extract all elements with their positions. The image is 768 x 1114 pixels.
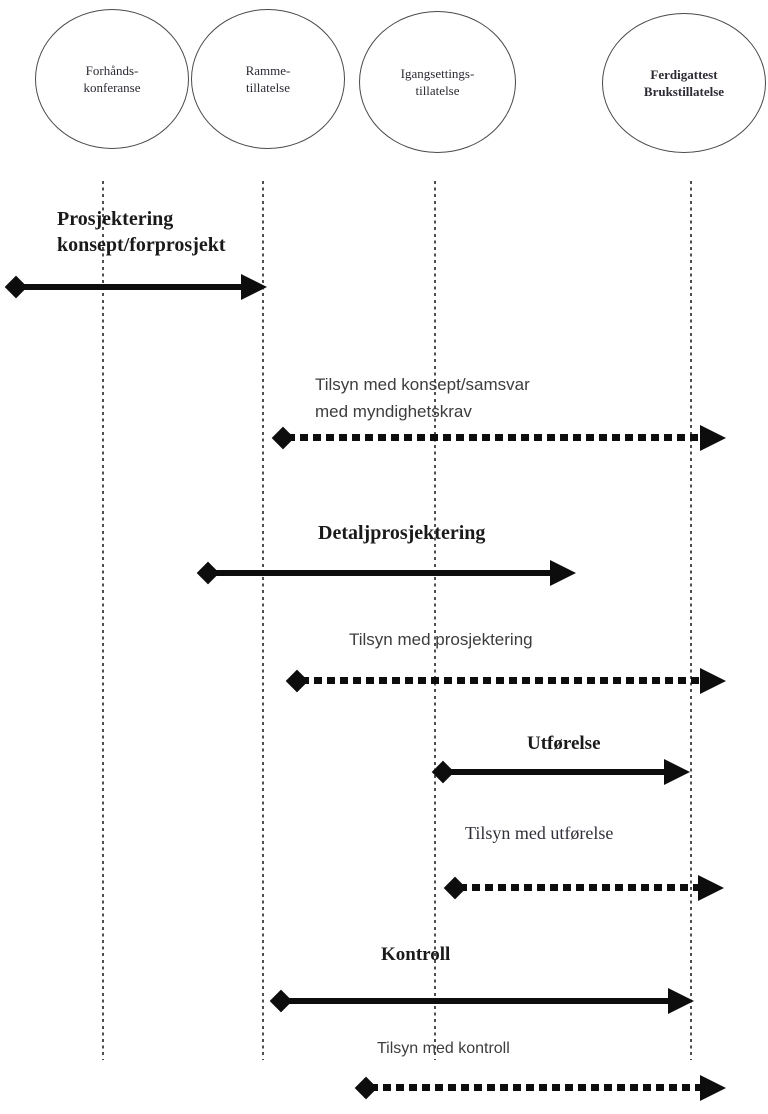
phase-label-utforelse: Utførelse bbox=[527, 731, 601, 757]
milestone-ellipse-ferdigattest: Ferdigattest Brukstillatelse bbox=[602, 13, 766, 153]
timeline-forhandskonferanse bbox=[102, 181, 104, 1060]
timeline-igangsettingstillatelse bbox=[434, 181, 436, 1060]
phase-label-line: Kontroll bbox=[381, 944, 451, 965]
arrow-shaft bbox=[370, 1084, 702, 1091]
phase-label-line: med myndighetskrav bbox=[315, 402, 472, 421]
arrowhead-icon bbox=[664, 759, 690, 785]
milestone-label-line: Igangsettings- bbox=[400, 66, 475, 81]
milestone-label-line: tillatelse bbox=[245, 80, 291, 95]
phase-label-line: Tilsyn med konsept/samsvar bbox=[315, 375, 530, 394]
milestone-label-line: konferanse bbox=[83, 80, 141, 95]
phase-label-line: konsept/forprosjekt bbox=[57, 234, 226, 256]
phase-label-line: Prosjektering bbox=[57, 208, 174, 230]
milestone-label-line: Brukstillatelse bbox=[643, 84, 725, 99]
phase-label-detaljprosjektering: Detaljprosjektering bbox=[318, 520, 485, 546]
phase-label-line: Tilsyn med utførelse bbox=[465, 823, 614, 843]
phase-label-tilsyn-kontroll: Tilsyn med kontroll bbox=[377, 1035, 510, 1062]
milestone-ellipse-rammetillatelse: Ramme- tillatelse bbox=[191, 9, 345, 149]
milestone-ellipse-igangsettingstillatelse: Igangsettings- tillatelse bbox=[359, 11, 516, 153]
phase-label-line: Detaljprosjektering bbox=[318, 522, 486, 544]
phase-label-prosjektering-konsept: Prosjektering konsept/forprosjekt bbox=[57, 206, 226, 258]
arrow-shaft bbox=[212, 570, 552, 576]
arrowhead-icon bbox=[241, 274, 267, 300]
arrowhead-icon bbox=[700, 668, 726, 694]
phase-label-tilsyn-utforelse: Tilsyn med utførelse bbox=[465, 821, 613, 845]
arrowhead-icon bbox=[700, 425, 726, 451]
phase-label-tilsyn-konsept: Tilsyn med konsept/samsvar med myndighet… bbox=[315, 371, 530, 425]
milestone-label-line: tillatelse bbox=[415, 83, 460, 98]
milestone-label-line: Ramme- bbox=[245, 63, 291, 78]
phase-label-line: Utførelse bbox=[527, 733, 601, 754]
milestone-label-line: Forhånds- bbox=[85, 63, 139, 78]
arrow-shaft bbox=[459, 884, 700, 891]
milestone-label-line: Ferdigattest bbox=[650, 67, 718, 82]
phase-label-tilsyn-prosjektering: Tilsyn med prosjektering bbox=[349, 626, 533, 653]
timeline-rammetillatelse bbox=[262, 181, 264, 1060]
arrowhead-icon bbox=[668, 988, 694, 1014]
phase-label-kontroll: Kontroll bbox=[381, 942, 450, 968]
arrow-shaft bbox=[287, 434, 702, 441]
arrow-shaft bbox=[301, 677, 702, 684]
phase-label-line: Tilsyn med prosjektering bbox=[349, 630, 533, 649]
arrowhead-icon bbox=[700, 1075, 726, 1101]
phase-label-line: Tilsyn med kontroll bbox=[377, 1040, 510, 1057]
milestone-ellipse-forhandskonferanse: Forhånds- konferanse bbox=[35, 9, 189, 149]
arrow-shaft bbox=[447, 769, 666, 775]
arrowhead-icon bbox=[698, 875, 724, 901]
arrowhead-icon bbox=[550, 560, 576, 586]
arrow-shaft bbox=[285, 998, 670, 1004]
timeline-ferdigattest bbox=[690, 181, 692, 1060]
arrow-shaft bbox=[20, 284, 243, 290]
